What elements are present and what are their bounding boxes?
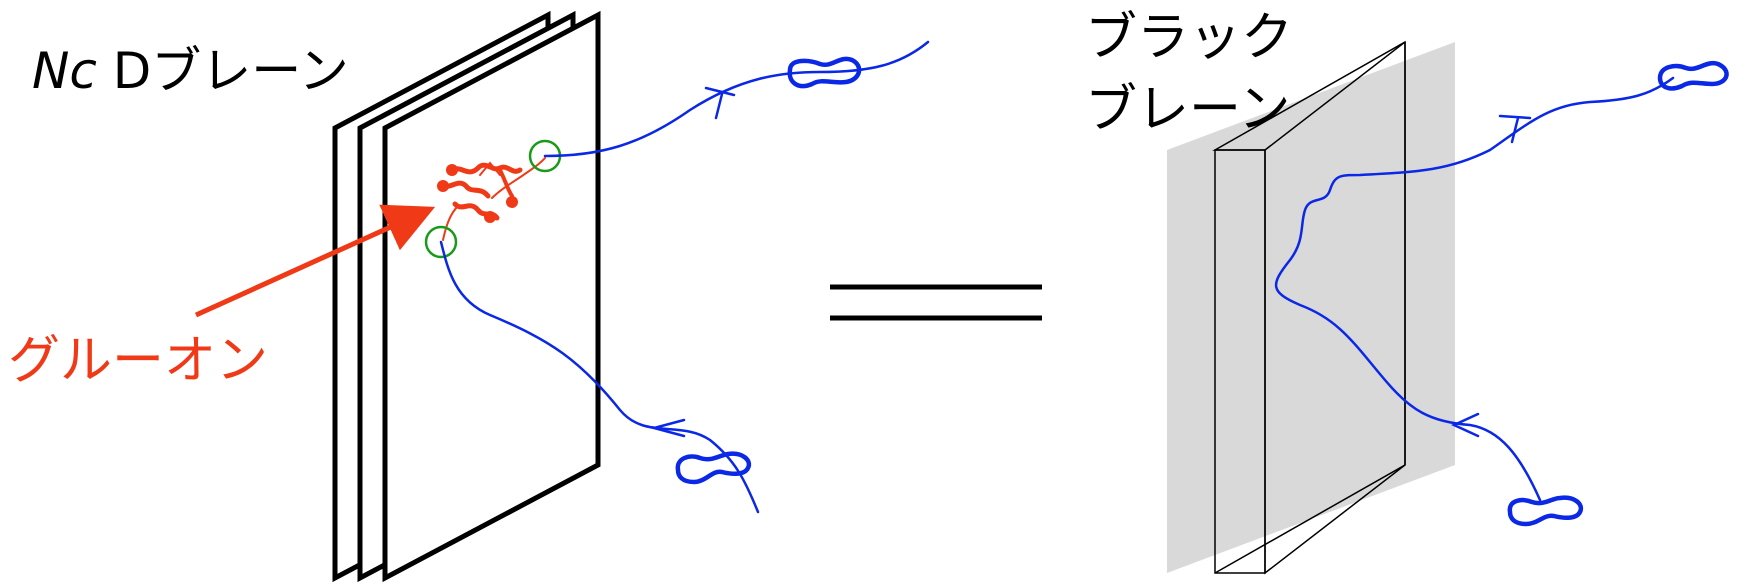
gluon-pointer-arrow: [194, 204, 436, 318]
gluon-label: グルーオン: [8, 331, 268, 391]
d-brane-stack: [332, 10, 601, 583]
left-string-lower-arrow: [649, 418, 686, 438]
left-string-upper: [543, 40, 930, 158]
d-brane-label: Nc Dブレーン: [32, 42, 349, 100]
gluon-path-a: [449, 162, 523, 175]
gluon-thin-b: [442, 205, 459, 241]
gluon-dot-1: [446, 164, 458, 176]
gluon-endpoints: [437, 164, 518, 223]
black-brane-label-line2: ブレーン: [1085, 80, 1290, 140]
closed-loop-icon: [1507, 495, 1584, 527]
left-string-ends: [675, 56, 862, 485]
black-brane-edge-top: [1264, 41, 1406, 151]
gluon-arrowhead: [479, 161, 501, 176]
closed-loop-icon: [1657, 60, 1729, 91]
black-brane-slab: [1212, 40, 1406, 575]
closed-loop-icon: [787, 56, 862, 89]
right-string: [1274, 76, 1675, 502]
d-brane-text: Dブレーン: [97, 42, 349, 100]
right-string-ends: [1507, 60, 1729, 527]
right-string-lower-arrow: [1450, 412, 1480, 438]
gluon-dot-2: [437, 180, 449, 192]
nc-symbol: Nc: [32, 42, 97, 100]
closed-loop-icon: [675, 451, 752, 485]
gluon-cluster: [440, 157, 546, 241]
black-brane-edge-bottom: [1214, 464, 1406, 574]
gluon-dot-3: [484, 211, 496, 223]
left-string-upper-arrow: [704, 86, 736, 120]
right-string-path: [1274, 76, 1675, 502]
equals-icon: [830, 284, 1042, 321]
gluon-thin-a: [491, 157, 546, 199]
gluon-path-b: [440, 180, 491, 199]
gluon-dot-4: [506, 196, 518, 208]
black-brane-label-line1: ブラック: [1085, 8, 1293, 68]
right-string-upper-arrow: [1498, 114, 1532, 144]
gluon-path-d: [498, 168, 514, 198]
